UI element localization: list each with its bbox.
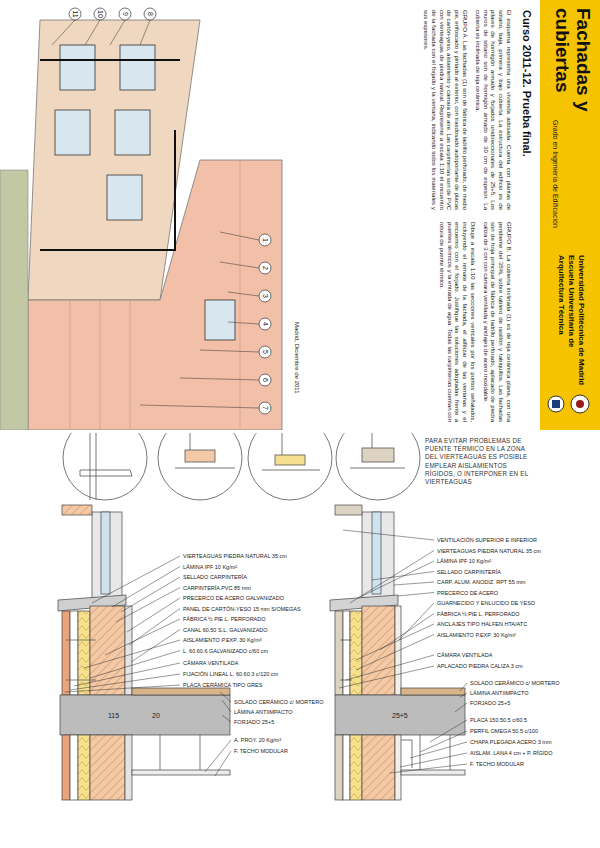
callout-number: 7 — [261, 402, 270, 414]
material-label: PLACA 150.50.5 c/60.5 — [470, 717, 527, 724]
callout-number: 5 — [261, 346, 270, 358]
material-label: AISLAMIENTO P.EXP. 30 Kg/m³ — [183, 637, 262, 644]
material-label: FÁBRICA ½ PIE L. PERFORADO — [437, 611, 520, 618]
sheet-title: Fachadas y cubiertas — [552, 8, 594, 116]
statement-paragraph: GRUPO A. Las fachadas (1) son de fábrica… — [421, 10, 468, 210]
degree-name: Grado en Ingeniería de Edificación — [551, 120, 560, 228]
dimension: 25+5 — [392, 711, 408, 720]
statement-paragraph: El esquema representa una vivienda adosa… — [473, 10, 512, 210]
callout-number: 11 — [71, 8, 80, 20]
detail-bubbles — [63, 433, 420, 500]
material-label: PANEL DE CARTÓN-YESO 15 mm S/OMEGAS — [183, 606, 301, 613]
date-line: Madrid, Diciembre de 2011 — [292, 322, 300, 394]
statement-paragraph: Dibuje a escala 1:10 las secciones verti… — [437, 222, 476, 422]
school-name: Universidad Politécnica de Madrid Escuel… — [556, 255, 586, 390]
material-label: F. TECHO MODULAR — [470, 761, 524, 768]
material-label: VIERTEAGUAS PIEDRA NATURAL 35 cm — [183, 553, 287, 560]
material-label: PRECERCO DE ACERO GALVANIZADO — [183, 595, 284, 602]
material-label: AISLAMIENTO P.EXP. 30 Kg/m³ — [437, 632, 516, 639]
material-label: SOLADO CERÁMICO c/ MORTERO — [234, 699, 323, 706]
material-label: CARPINTERÍA PVC 85 mm — [183, 585, 251, 592]
material-label: APLACADO PIEDRA CALIZA 3 cm — [437, 663, 523, 670]
material-label: CHAPA PLEGADA ACERO 3 mm — [470, 739, 552, 746]
callout-number: 9 — [121, 8, 130, 20]
material-label: FÁBRICA ½ PIE L. PERFORADO — [183, 616, 266, 623]
material-label: FIJACIÓN LINEAL L. 60.60.3 c/120 cm — [183, 671, 278, 678]
material-label: F. TECHO MODULAR — [234, 748, 288, 755]
callout-number: 1 — [261, 234, 270, 246]
material-label: PRECERCO DE ACERO — [437, 590, 498, 597]
material-label: VENTILACIÓN SUPERIOR E INFERIOR — [437, 537, 537, 544]
statement-paragraph: GRUPO B. La cubierta inclinada (1) es de… — [481, 222, 512, 422]
material-label: CÁMARA VENTILADA — [183, 660, 238, 667]
material-label: CÁMARA VENTILADA — [437, 652, 492, 659]
leader-lines — [65, 530, 467, 776]
header-band: Fachadas y cubiertasGrado en Ingeniería … — [540, 0, 600, 430]
material-label: FORJADO 25+5 — [470, 700, 510, 707]
material-label: CANAL 60.50 S.L. GALVANIZADO — [183, 627, 268, 634]
material-label: LÁMINA IPF 10 Kg/m² — [437, 558, 491, 565]
material-label: A. PROY. 20 Kg/m³ — [234, 737, 281, 744]
callout-number: 10 — [96, 8, 105, 20]
material-label: LÁMINA ANTIIMPACTO — [470, 690, 528, 697]
material-label: PLACA CERÁMICA TIPO GRES — [183, 682, 262, 689]
design-note: PARA EVITAR PROBLEMAS DE PUENTE TÉRMICO … — [425, 437, 537, 486]
exam-heading: Curso 2011-12. Prueba final. — [520, 10, 534, 157]
material-label: L. 60.60.6 GALVANIZADO c/60 cm — [183, 648, 268, 655]
material-label: LÁMINA ANTIIMPACTO — [234, 709, 292, 716]
material-label: FORJADO 25+5 — [234, 719, 274, 726]
dimension: 20 — [152, 711, 160, 720]
callout-number: 4 — [261, 318, 270, 330]
material-label: SELLADO CARPINTERÍA — [183, 574, 247, 581]
material-label: LÁMINA IPF 10 Kg/m² — [183, 564, 237, 571]
material-label: SOLADO CERÁMICO c/ MORTERO — [470, 680, 559, 687]
callout-number: 2 — [261, 262, 270, 274]
rotated-sheet: Fachadas y cubiertasGrado en Ingeniería … — [0, 0, 600, 430]
material-label: AISLAM. LANA 4 cm + P. RÍGIDO — [470, 750, 553, 757]
material-label: CARP. ALUM. ANODIZ. RPT 55 mm — [437, 579, 525, 586]
material-label: PERFIL OMEGA 50.5 c/100 — [470, 728, 538, 735]
material-label: GUARNECIDO Y ENLUCIDO DE YESO — [437, 600, 535, 607]
callout-number: 3 — [261, 290, 270, 302]
dimension: 115 — [108, 711, 119, 720]
material-label: ANCLAJES TIPO HALFEN HTA/ATC — [437, 621, 527, 628]
callout-number: 6 — [261, 374, 270, 386]
callout-number: 8 — [146, 8, 155, 20]
material-label: VIERTEAGUAS PIEDRA NATURAL 35 cm — [437, 548, 541, 555]
material-label: SELLADO CARPINTERÍA — [437, 569, 501, 576]
